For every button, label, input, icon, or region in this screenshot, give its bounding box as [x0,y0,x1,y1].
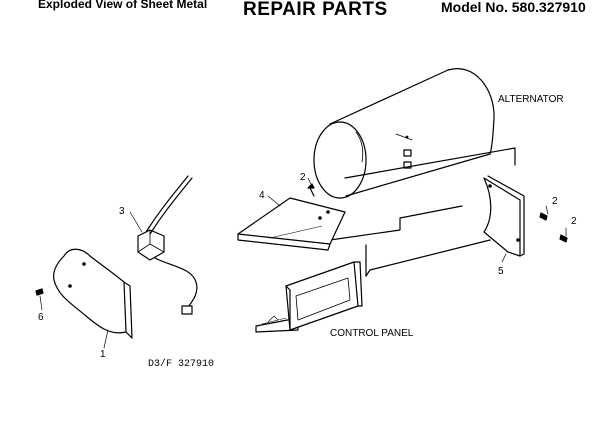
screw-icons [35,183,568,296]
callout-3: 3 [119,206,125,217]
frame-outline [329,147,516,277]
callout-2-right-upper: 2 [552,196,558,207]
control-panel-drawing [255,261,363,333]
callout-leaders [39,133,567,349]
callout-6: 6 [38,312,44,323]
part-3-outlet-with-cord [137,175,198,315]
drawing-id-label: D3/F 327910 [148,358,214,370]
part-4-top-panel [237,197,346,251]
header-model-number: Model No. 580.327910 [441,0,586,15]
header-sheet-metal-title: Exploded View of Sheet Metal [38,0,208,11]
callout-5: 5 [498,266,504,277]
control-panel-label: CONTROL PANEL [330,328,414,339]
header-repair-parts-title: REPAIR PARTS [243,0,388,20]
callout-2-top: 2 [300,172,306,183]
alternator-label: ALTERNATOR [498,94,564,105]
callout-2-right-lower: 2 [571,216,577,227]
callout-1: 1 [100,349,106,360]
alternator-drawing [313,68,495,199]
callout-4: 4 [259,190,265,201]
part-1-side-panel [53,248,133,339]
part-5-end-panel [483,175,525,257]
